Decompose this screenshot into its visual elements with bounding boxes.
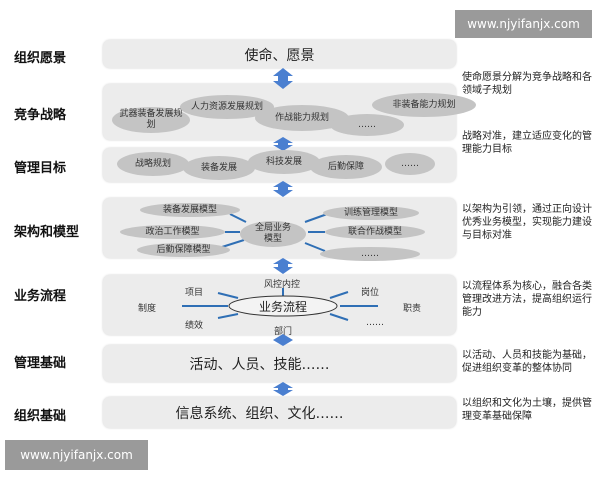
arrow-up-down-icon bbox=[273, 258, 293, 274]
note-mgmt-base: 以活动、人员和技能为基础，促进组织变革的整体协同 bbox=[462, 350, 592, 374]
process-center: 业务流程 bbox=[258, 300, 307, 314]
model-item: 训练管理模型 bbox=[323, 206, 419, 220]
goal-item: 后勤保障 bbox=[310, 155, 382, 179]
note-strategy: 使命愿景分解为竞争战略和各领域子规划 bbox=[462, 72, 592, 96]
band-mgmt-base: 活动、人员、技能…… bbox=[103, 345, 456, 382]
process-item: 项目 bbox=[185, 288, 204, 298]
process-item: 岗位 bbox=[361, 288, 380, 298]
band-vision: 使命、愿景 bbox=[103, 40, 456, 68]
model-item: 联合作战模型 bbox=[325, 225, 425, 239]
row-label-vision: 组织愿景 bbox=[14, 51, 67, 66]
goal-item: 科技发展 bbox=[248, 150, 320, 174]
row-label-strategy: 竞争战略 bbox=[14, 108, 67, 123]
arrow-up-down-icon bbox=[273, 382, 293, 396]
note-goals: 战略对准，建立适应变化的管理能力目标 bbox=[462, 131, 592, 155]
arrow-up-down-icon bbox=[273, 334, 293, 346]
band-org-base: 信息系统、组织、文化…… bbox=[103, 397, 456, 428]
process-item: 制度 bbox=[138, 304, 157, 314]
watermark-top: www.njyifanjx.com bbox=[455, 10, 592, 38]
strategy-item: 非装备能力规划 bbox=[372, 93, 476, 117]
vision-text: 使命、愿景 bbox=[244, 48, 315, 64]
strategy-item: …… bbox=[330, 114, 404, 136]
process-center-ellipse bbox=[228, 295, 338, 317]
note-models: 以架构为引领，通过正向设计优秀业务模型，实现能力建设与目标对准 bbox=[462, 204, 592, 241]
strategy-item: 人力资源发展规划 bbox=[180, 95, 274, 119]
model-item: 政治工作模型 bbox=[120, 225, 225, 239]
model-center: 全局业务模型 bbox=[240, 221, 306, 247]
goal-item: …… bbox=[385, 153, 435, 175]
note-org-base: 以组织和文化为土壤，提供管理变革基础保障 bbox=[462, 398, 592, 422]
model-item: 后勤保障模型 bbox=[137, 243, 230, 257]
model-lines bbox=[182, 212, 378, 321]
process-item: …… bbox=[366, 318, 384, 328]
process-item: 部门 bbox=[274, 327, 293, 337]
arrow-up-down-icon bbox=[273, 137, 293, 151]
row-label-org-base: 组织基础 bbox=[14, 409, 67, 424]
row-label-mgmt-base: 管理基础 bbox=[14, 356, 67, 371]
arrow-up-down-icon bbox=[273, 181, 293, 197]
row-label-architecture: 架构和模型 bbox=[14, 225, 80, 240]
watermark-bottom: www.njyifanjx.com bbox=[5, 440, 148, 470]
goal-item: 装备发展 bbox=[183, 156, 255, 180]
process-item: 风控内控 bbox=[264, 280, 301, 290]
model-item: 装备发展模型 bbox=[140, 203, 240, 217]
strategy-item: 武器装备发展规划 bbox=[112, 107, 190, 133]
org-base-text: 信息系统、组织、文化…… bbox=[175, 406, 344, 422]
process-item: 绩效 bbox=[185, 321, 204, 331]
model-item: …… bbox=[320, 247, 420, 261]
mgmt-base-text: 活动、人员、技能…… bbox=[189, 357, 330, 373]
row-label-process: 业务流程 bbox=[14, 289, 67, 304]
goal-item: 战略规划 bbox=[117, 152, 189, 176]
note-process: 以流程体系为核心，融合各类管理改进方法，提高组织运行能力 bbox=[462, 281, 592, 318]
arrows bbox=[273, 68, 293, 396]
arrow-up-down-icon bbox=[273, 68, 293, 89]
process-item: 职责 bbox=[403, 304, 422, 314]
row-label-goals: 管理目标 bbox=[14, 161, 67, 176]
